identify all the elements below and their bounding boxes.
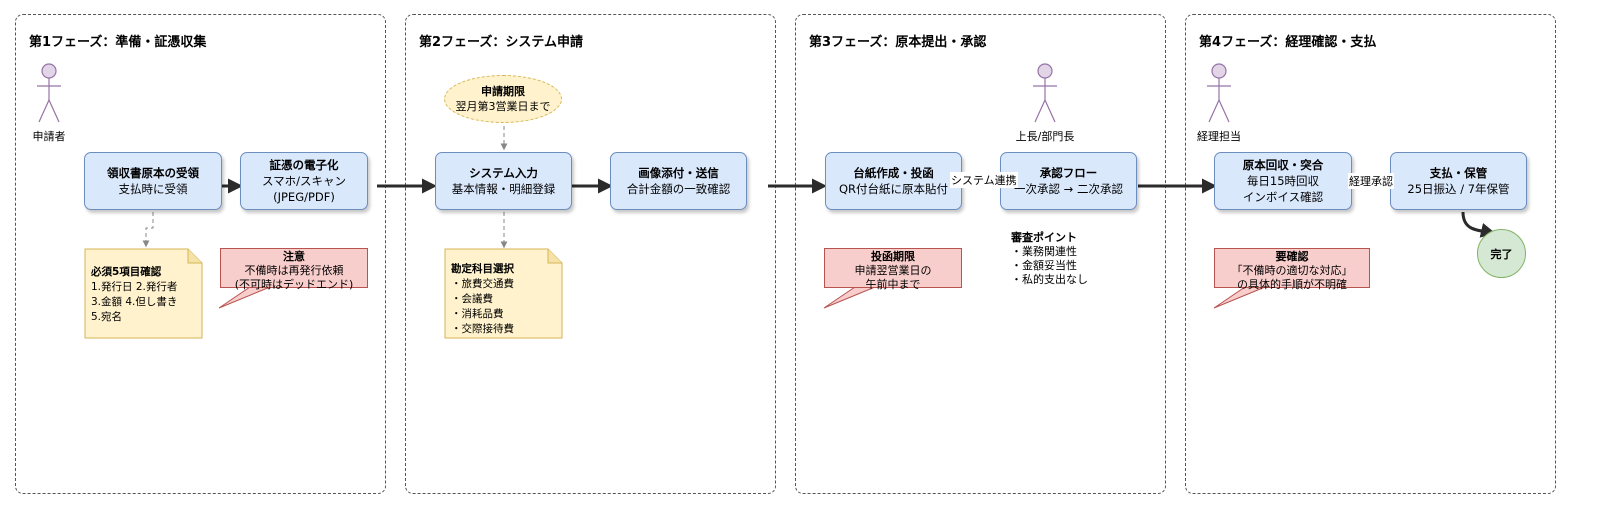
step-input-sub: 基本情報・明細登録 — [451, 182, 556, 196]
note-shape-required — [84, 248, 203, 339]
step-mount-title: 台紙作成・投函 — [853, 166, 934, 180]
actor-accounting-icon — [1207, 63, 1231, 123]
step-mount[interactable]: 台紙作成・投函 QR付台紙に原本貼付 — [825, 152, 962, 210]
step-collect-title: 原本回収・突合 — [1242, 158, 1324, 172]
deadline-ellipse: 申請期限 翌月第3営業日まで — [444, 75, 562, 123]
review-point: ・金額妥当性 — [1011, 259, 1077, 272]
callout-needs-check-title: 要確認 — [1275, 250, 1309, 263]
step-pay-title: 支払・保管 — [1429, 166, 1488, 180]
review-point: ・私的支出なし — [1011, 273, 1088, 286]
review-point: ・業務関連性 — [1011, 245, 1077, 258]
actor-accounting-label: 経理担当 — [1197, 130, 1241, 143]
actor-applicant-label: 申請者 — [32, 130, 66, 143]
deadline-title: 申請期限 — [481, 85, 525, 98]
callout-post-deadline-line2: 午前中まで — [865, 278, 921, 291]
callout-post-deadline-title: 投函期限 — [871, 250, 915, 263]
step-digitize[interactable]: 証憑の電子化 スマホ/スキャン (JPEG/PDF) — [240, 152, 368, 210]
phase-2-container: 第2フェーズ：システム申請 — [405, 14, 776, 494]
note-account-items: 勘定科目選択 ・旅費交通費 ・会議費 ・消耗品費 ・交際接待費 — [445, 249, 562, 338]
step-mount-sub: QR付台紙に原本貼付 — [838, 182, 949, 196]
step-collect-sub2: インボイス確認 — [1242, 190, 1324, 204]
phase-2-title: 第2フェーズ：システム申請 — [419, 35, 584, 50]
callout-needs-check: 要確認 「不備時の適切な対応」 の具体的手順が不明確 — [1214, 248, 1370, 291]
note-required-line: 3.金額 4.但し書き — [91, 296, 178, 308]
step-digitize-title: 証憑の電子化 — [269, 158, 339, 172]
callout-caution-line2: (不可時はデッドエンド) — [234, 278, 354, 291]
note-shape-accounts — [444, 248, 563, 339]
callout-post-deadline: 投函期限 申請翌営業日の 午前中まで — [824, 248, 962, 291]
note-accounts-line: ・会議費 — [451, 293, 493, 305]
step-receipt[interactable]: 領収書原本の受領 支払時に受領 — [84, 152, 222, 210]
phase-4-container: 第4フェーズ：経理確認・支払 — [1185, 14, 1556, 494]
step-input-title: システム入力 — [469, 166, 538, 180]
step-pay[interactable]: 支払・保管 25日振込 / 7年保管 — [1390, 152, 1527, 210]
actor-manager-label: 上長/部門長 — [1015, 130, 1075, 143]
step-digitize-sub1: スマホ/スキャン — [261, 174, 347, 188]
note-required-title: 必須5項目確認 — [91, 266, 162, 278]
phase-3-container: 第3フェーズ：原本提出・承認 — [795, 14, 1166, 494]
callout-needs-check-line2: の具体的手順が不明確 — [1237, 278, 1347, 291]
step-receipt-title: 領収書原本の受領 — [107, 166, 199, 180]
note-accounts-line: ・消耗品費 — [451, 308, 504, 320]
note-accounts-title: 勘定科目選択 — [451, 263, 514, 275]
callout-caution: 注意 不備時は再発行依頼 (不可時はデッドエンド) — [220, 248, 368, 291]
step-attach-sub: 合計金額の一致確認 — [626, 182, 731, 196]
step-approval-sub: 一次承認 → 二次承認 — [1014, 182, 1123, 196]
step-approval[interactable]: 承認フロー 一次承認 → 二次承認 — [1000, 152, 1137, 210]
step-pay-sub: 25日振込 / 7年保管 — [1407, 182, 1510, 196]
actor-manager-icon — [1033, 63, 1057, 123]
phase-1-container: 第1フェーズ：準備・証憑収集 — [15, 14, 386, 494]
step-collect[interactable]: 原本回収・突合 毎日15時回収 インボイス確認 — [1214, 152, 1352, 210]
phase-3-title: 第3フェーズ：原本提出・承認 — [809, 35, 987, 50]
note-required-line: 5.宛名 — [91, 311, 123, 323]
phase-4-title: 第4フェーズ：経理確認・支払 — [1199, 35, 1377, 50]
review-points: 審査ポイント ・業務関連性 ・金額妥当性 ・私的支出なし — [1011, 231, 1088, 287]
edge-label-accounting-approval: 経理承認 — [1348, 173, 1394, 189]
deadline-sub: 翌月第3営業日まで — [455, 100, 551, 113]
note-accounts-line: ・交際接待費 — [451, 323, 514, 335]
note-required-items: 必須5項目確認 1.発行日 2.発行者 3.金額 4.但し書き 5.宛名 — [85, 249, 202, 338]
note-required-line: 1.発行日 2.発行者 — [91, 281, 178, 293]
review-points-title: 審査ポイント — [1011, 231, 1077, 244]
callout-needs-check-line1: 「不備時の適切な対応」 — [1231, 264, 1353, 277]
actor-applicant-icon — [37, 63, 61, 123]
step-input[interactable]: システム入力 基本情報・明細登録 — [435, 152, 572, 210]
callout-post-deadline-line1: 申請翌営業日の — [854, 264, 932, 277]
callout-caution-title: 注意 — [283, 250, 305, 263]
step-attach-title: 画像添付・送信 — [638, 166, 719, 180]
note-accounts-line: ・旅費交通費 — [451, 278, 514, 290]
step-approval-title: 承認フロー — [1039, 166, 1098, 180]
callout-caution-line1: 不備時は再発行依頼 — [244, 264, 344, 277]
done-end-node: 完了 — [1477, 229, 1526, 278]
edge-label-system-link: システム連携 — [950, 172, 1018, 188]
step-collect-sub1: 毎日15時回収 — [1246, 174, 1320, 188]
step-receipt-sub: 支払時に受領 — [118, 182, 188, 196]
dashed-link-receipt-to-note — [142, 212, 154, 248]
arrow-pay-to-done — [1461, 211, 1496, 238]
phase-1-title: 第1フェーズ：準備・証憑収集 — [29, 35, 207, 50]
step-attach[interactable]: 画像添付・送信 合計金額の一致確認 — [610, 152, 747, 210]
step-digitize-sub2: (JPEG/PDF) — [273, 190, 335, 204]
